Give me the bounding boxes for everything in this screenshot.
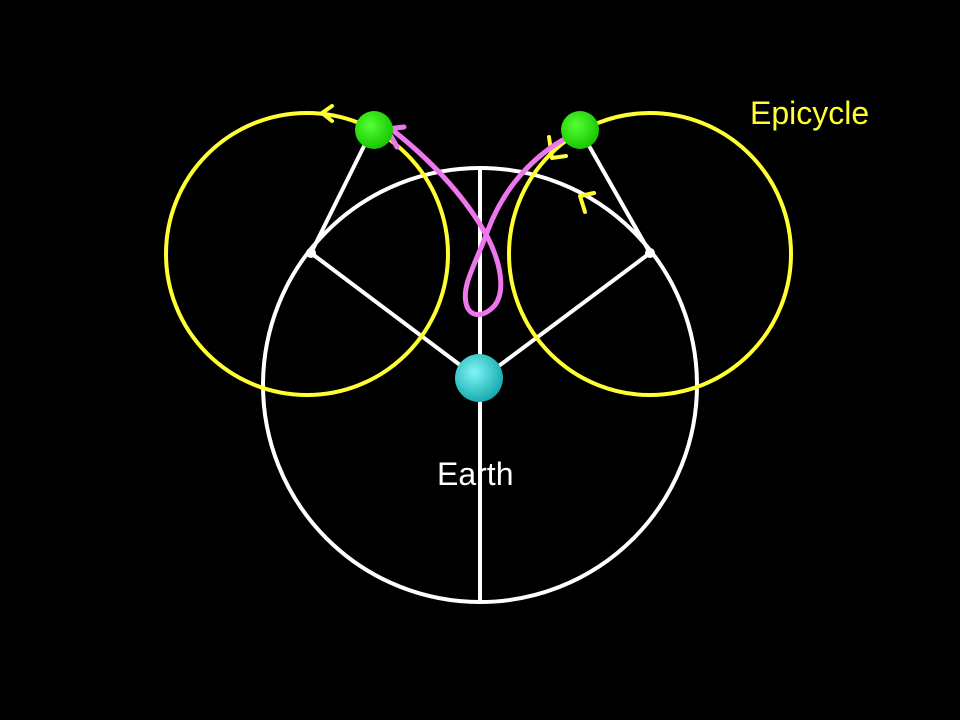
epicycle-circle-left (164, 111, 450, 397)
retrograde-loop-path (392, 129, 571, 317)
epicycle-arrow-right-lower-icon (578, 191, 596, 214)
epicycle-center-right (645, 248, 655, 258)
earth-label: Earth (437, 456, 514, 492)
earth-globe (455, 354, 503, 402)
radius-line-right (478, 251, 652, 382)
arm-line-right (578, 129, 652, 254)
epicycle-center-left (306, 248, 316, 258)
epicycle-arrow-left-icon (320, 104, 334, 123)
radius-line-left (309, 251, 482, 382)
arm-line-left (309, 129, 374, 254)
epicycle-arrow-right-upper-icon (547, 135, 568, 160)
epicycle-circle-right (507, 111, 793, 397)
planet-left (355, 111, 393, 149)
planet-right (561, 111, 599, 149)
epicycle-label: Epicycle (750, 95, 870, 131)
